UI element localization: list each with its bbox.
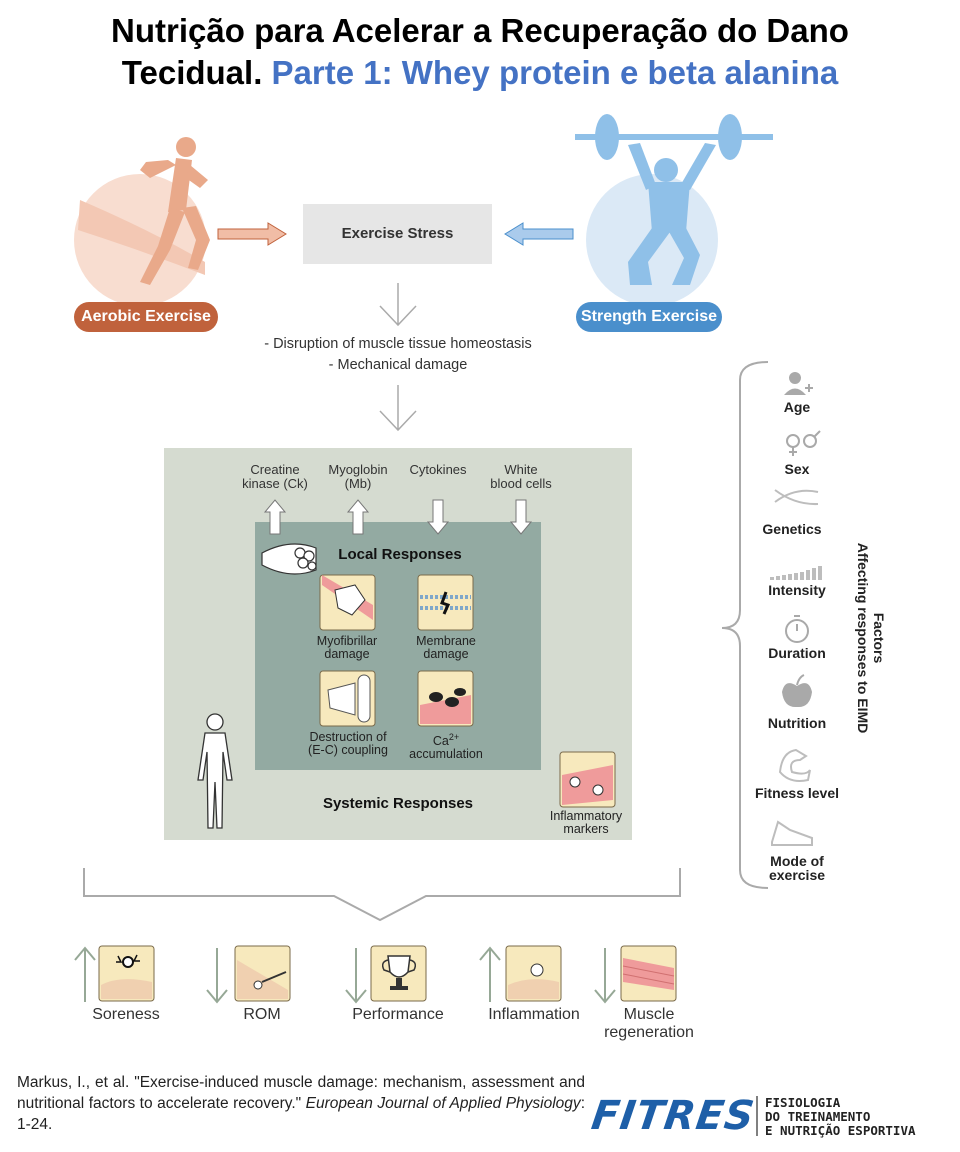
brand-line3: E NUTRIÇÃO ESPORTIVA (765, 1123, 916, 1138)
inflammatory-line2: markers (563, 822, 609, 836)
myofibrillar-damage-label: Myofibrillar damage (297, 635, 397, 661)
strength-exercise-label: Strength Exercise (576, 302, 722, 332)
outcome-inflammation: Inflammation (488, 1006, 580, 1023)
ec-coupling-label: Destruction of (E-C) coupling (292, 731, 404, 757)
gender-icon (786, 430, 821, 456)
creatine-kinase-line2: kinase (Ck) (242, 476, 308, 491)
factors-heading-line1: Factors (871, 612, 887, 664)
aerobic-exercise-label: Aerobic Exercise (74, 302, 218, 332)
inflammation-icon (505, 945, 562, 1002)
factor-nutrition: Nutrition (767, 715, 827, 731)
factor-sex: Sex (784, 461, 810, 477)
creatine-kinase-label: Creatine kinase (Ck) (225, 463, 325, 491)
creatine-kinase-line1: Creatine (250, 462, 300, 477)
white-blood-cells-line1: White (504, 462, 538, 477)
inflammatory-line1: Inflammatory (549, 809, 623, 823)
soreness-icon (98, 945, 155, 1002)
page-title: Nutrição para Acelerar a Recuperação do … (0, 10, 960, 94)
factors-brace (721, 361, 769, 889)
rom-icon (234, 945, 291, 1002)
disruption-text: - Disruption of muscle tissue homeostasi… (264, 336, 532, 352)
factors-heading-line2: Affecting responses to EIMD (855, 542, 871, 734)
factor-intensity: Intensity (768, 582, 826, 598)
factor-age: Age (783, 399, 811, 415)
calcium-superscript: 2+ (448, 732, 460, 742)
calcium-label: Ca2+ accumulation (396, 731, 496, 761)
factor-duration: Duration (768, 645, 826, 661)
outcome-muscle-line1: Muscle (623, 1006, 675, 1023)
inflammatory-markers-icon (559, 751, 616, 808)
citation-journal: European Journal of Applied Physiology (305, 1095, 581, 1112)
factor-mode-of-exercise: Mode of exercise (768, 853, 826, 883)
human-body-icon (197, 713, 233, 829)
cytokines-line1: Cytokines (409, 462, 467, 477)
brand-line1: FISIOLOGIA (765, 1095, 841, 1110)
membrane-line2: damage (423, 647, 469, 661)
outcome-muscle-line2: regeneration (604, 1024, 694, 1041)
title-line1: Nutrição para Acelerar a Recuperação do … (111, 12, 849, 49)
muscle-bundle-icon (261, 543, 317, 575)
strength-exercise-figure (575, 114, 773, 306)
title-line2-blue: Parte 1: Whey protein e beta alanina (271, 54, 839, 91)
person-plus-icon (784, 372, 813, 395)
cytokines-label: Cytokines (388, 463, 488, 477)
outcome-arrow-icons (74, 946, 616, 1004)
citation: Markus, I., et al. "Exercise-induced mus… (17, 1072, 585, 1135)
stopwatch-icon (785, 615, 809, 643)
apple-icon (782, 674, 812, 708)
fitres-logo: FITRES (588, 1093, 758, 1139)
factors-heading: Factors Affecting responses to EIMD (847, 533, 887, 743)
outcome-performance: Performance (352, 1006, 444, 1023)
factor-genetics: Genetics (762, 521, 822, 537)
title-line2-black: Tecidual. (121, 54, 263, 91)
bars-icon (770, 566, 822, 580)
inflammatory-markers-label: Inflammatory markers (536, 810, 636, 836)
flexed-arm-icon (778, 748, 811, 782)
brand-line2: DO TREINAMENTO (765, 1109, 871, 1124)
aerobic-exercise-figure (74, 137, 210, 306)
myofibrillar-line2: damage (324, 647, 370, 661)
calcium-line1: Ca2+ (396, 731, 496, 748)
outcome-soreness: Soreness (92, 1006, 160, 1023)
myoglobin-label: Myoglobin (Mb) (308, 463, 408, 491)
systemic-responses-label: Systemic Responses (322, 795, 474, 812)
outcome-muscle-regeneration: Muscle regeneration (579, 1006, 719, 1042)
ec-coupling-icon (319, 670, 376, 727)
myoglobin-line1: Myoglobin (328, 462, 388, 477)
membrane-damage-icon (417, 574, 474, 631)
strength-arrow-icon (504, 222, 574, 246)
white-blood-cells-line2: blood cells (490, 476, 552, 491)
title-line2: Tecidual. Parte 1: Whey protein e beta a… (0, 52, 960, 94)
myoglobin-line2: (Mb) (344, 476, 372, 491)
down-arrow-icons (379, 283, 417, 432)
calcium-accumulation-icon (417, 670, 474, 727)
local-responses-label: Local Responses (338, 546, 462, 563)
aerobic-arrow-icon (217, 222, 287, 246)
shoe-icon (771, 820, 813, 846)
marker-arrow-icons (263, 499, 533, 535)
exercise-stress-label: Exercise Stress (341, 225, 454, 242)
trophy-icon (370, 945, 427, 1002)
calcium-line2: accumulation (409, 747, 483, 762)
myofibrillar-line1: Myofibrillar (316, 634, 378, 648)
outcome-rom: ROM (243, 1006, 281, 1023)
exercise-stress-box (303, 204, 492, 264)
mechanical-damage-text: - Mechanical damage (328, 357, 468, 373)
brand-tagline: FISIOLOGIA DO TREINAMENTO E NUTRIÇÃO ESP… (765, 1096, 916, 1138)
dna-icon (774, 489, 819, 506)
muscle-regeneration-icon (620, 945, 677, 1002)
myofibrillar-damage-icon (319, 574, 376, 631)
factor-fitness-level: Fitness level (754, 785, 840, 801)
white-blood-cells-label: White blood cells (471, 463, 571, 491)
outcomes-brace (83, 868, 681, 922)
ec-coupling-line2: (E-C) coupling (308, 743, 388, 757)
ec-coupling-line1: Destruction of (309, 730, 387, 744)
calcium-symbol: Ca (432, 734, 449, 749)
membrane-damage-label: Membrane damage (396, 635, 496, 661)
citation-pages: : 1-24. (17, 1095, 585, 1133)
membrane-line1: Membrane (416, 634, 476, 648)
citation-text: Markus, I., et al. "Exercise-induced mus… (17, 1074, 585, 1112)
